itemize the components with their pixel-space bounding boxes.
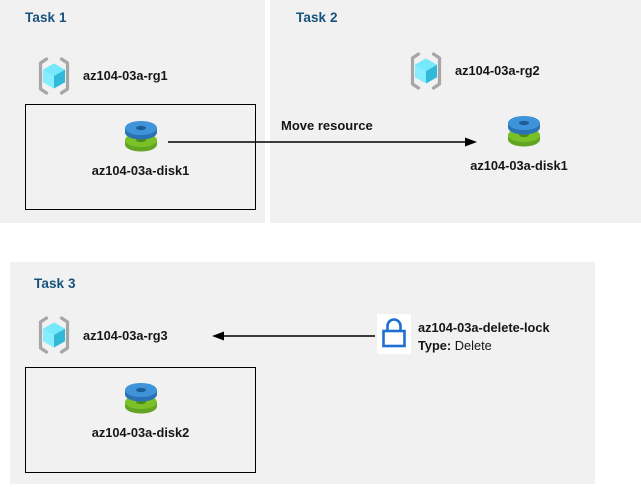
resource-group-icon bbox=[405, 50, 447, 92]
connector-arrow-move-resource bbox=[168, 137, 477, 147]
resource-label-disk1: az104-03a-disk1 bbox=[91, 163, 190, 178]
padlock-icon bbox=[377, 314, 411, 354]
lock-type-value: Delete bbox=[454, 338, 492, 353]
lock-type-row: Type: Delete bbox=[418, 338, 492, 353]
resource-group-icon bbox=[33, 314, 75, 356]
managed-disk-icon bbox=[502, 108, 546, 152]
lock-name-label: az104-03a-delete-lock bbox=[418, 320, 550, 335]
managed-disk-icon bbox=[119, 113, 163, 157]
task-title-task1: Task 1 bbox=[25, 10, 67, 25]
connector-label-move-resource: Move resource bbox=[281, 118, 373, 133]
connector-arrow-apply-lock bbox=[212, 331, 375, 341]
task-panel-task1: Task 1 az104-03a-rg1 bbox=[0, 0, 265, 223]
task-title-task2: Task 2 bbox=[296, 10, 338, 25]
resource-group-icon bbox=[33, 55, 75, 97]
resource-group-label-rg3: az104-03a-rg3 bbox=[83, 328, 168, 343]
resource-label-disk1: az104-03a-disk1 bbox=[470, 158, 568, 173]
lock-type-key: Type: bbox=[418, 338, 452, 353]
task-panel-task3: Task 3 az104-03a-rg3 bbox=[10, 262, 595, 484]
resource-group-label-rg2: az104-03a-rg2 bbox=[455, 63, 540, 78]
managed-disk-icon bbox=[119, 375, 163, 419]
task-panel-task2: Task 2 az104-03a-rg2 bbox=[270, 0, 641, 223]
resource-label-disk2: az104-03a-disk2 bbox=[91, 425, 190, 440]
resource-group-label-rg1: az104-03a-rg1 bbox=[83, 68, 168, 83]
task-title-task3: Task 3 bbox=[34, 276, 76, 291]
